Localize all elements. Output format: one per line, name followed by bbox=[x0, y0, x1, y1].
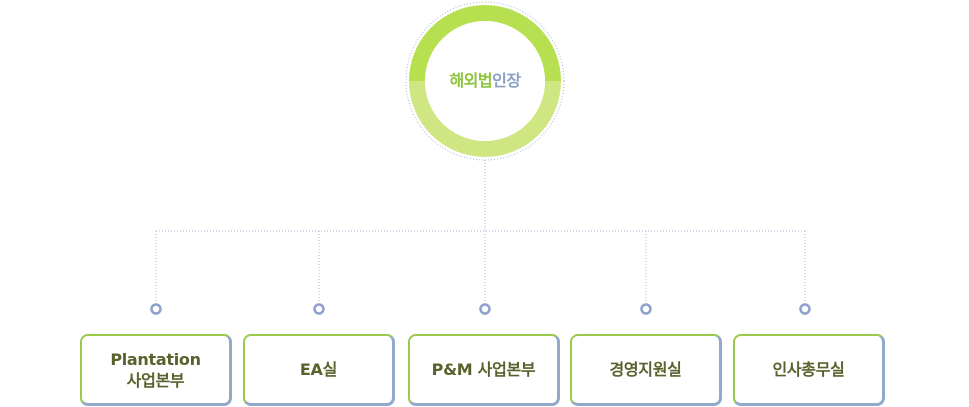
root-inner-disc bbox=[425, 21, 545, 141]
unit-label: 인사총무실 bbox=[772, 360, 845, 379]
root-label-part-green: 해외법 bbox=[449, 71, 493, 90]
unit-label: EA실 bbox=[299, 360, 338, 379]
unit-box-plantation: Plantation 사업본부 bbox=[80, 334, 232, 406]
node-dot-2 bbox=[313, 303, 325, 315]
root-node-label: 해외법인장 bbox=[415, 66, 555, 96]
unit-box-pm: P&M 사업본부 bbox=[408, 334, 560, 406]
unit-label: P&M 사업본부 bbox=[431, 360, 536, 379]
root-ring-bottom bbox=[409, 80, 561, 157]
unit-label: Plantation 사업본부 bbox=[110, 349, 201, 390]
node-dot-5 bbox=[799, 303, 811, 315]
unit-label: 경영지원실 bbox=[609, 360, 682, 379]
node-dot-4 bbox=[640, 303, 652, 315]
root-ring-top bbox=[409, 5, 561, 82]
node-dot-1 bbox=[150, 303, 162, 315]
node-dot-3 bbox=[479, 303, 491, 315]
unit-box-hr-general-affairs: 인사총무실 bbox=[733, 334, 885, 406]
unit-box-management-support: 경영지원실 bbox=[570, 334, 722, 406]
unit-box-ea: EA실 bbox=[243, 334, 395, 406]
root-label-part-blue: 인장 bbox=[492, 71, 521, 90]
